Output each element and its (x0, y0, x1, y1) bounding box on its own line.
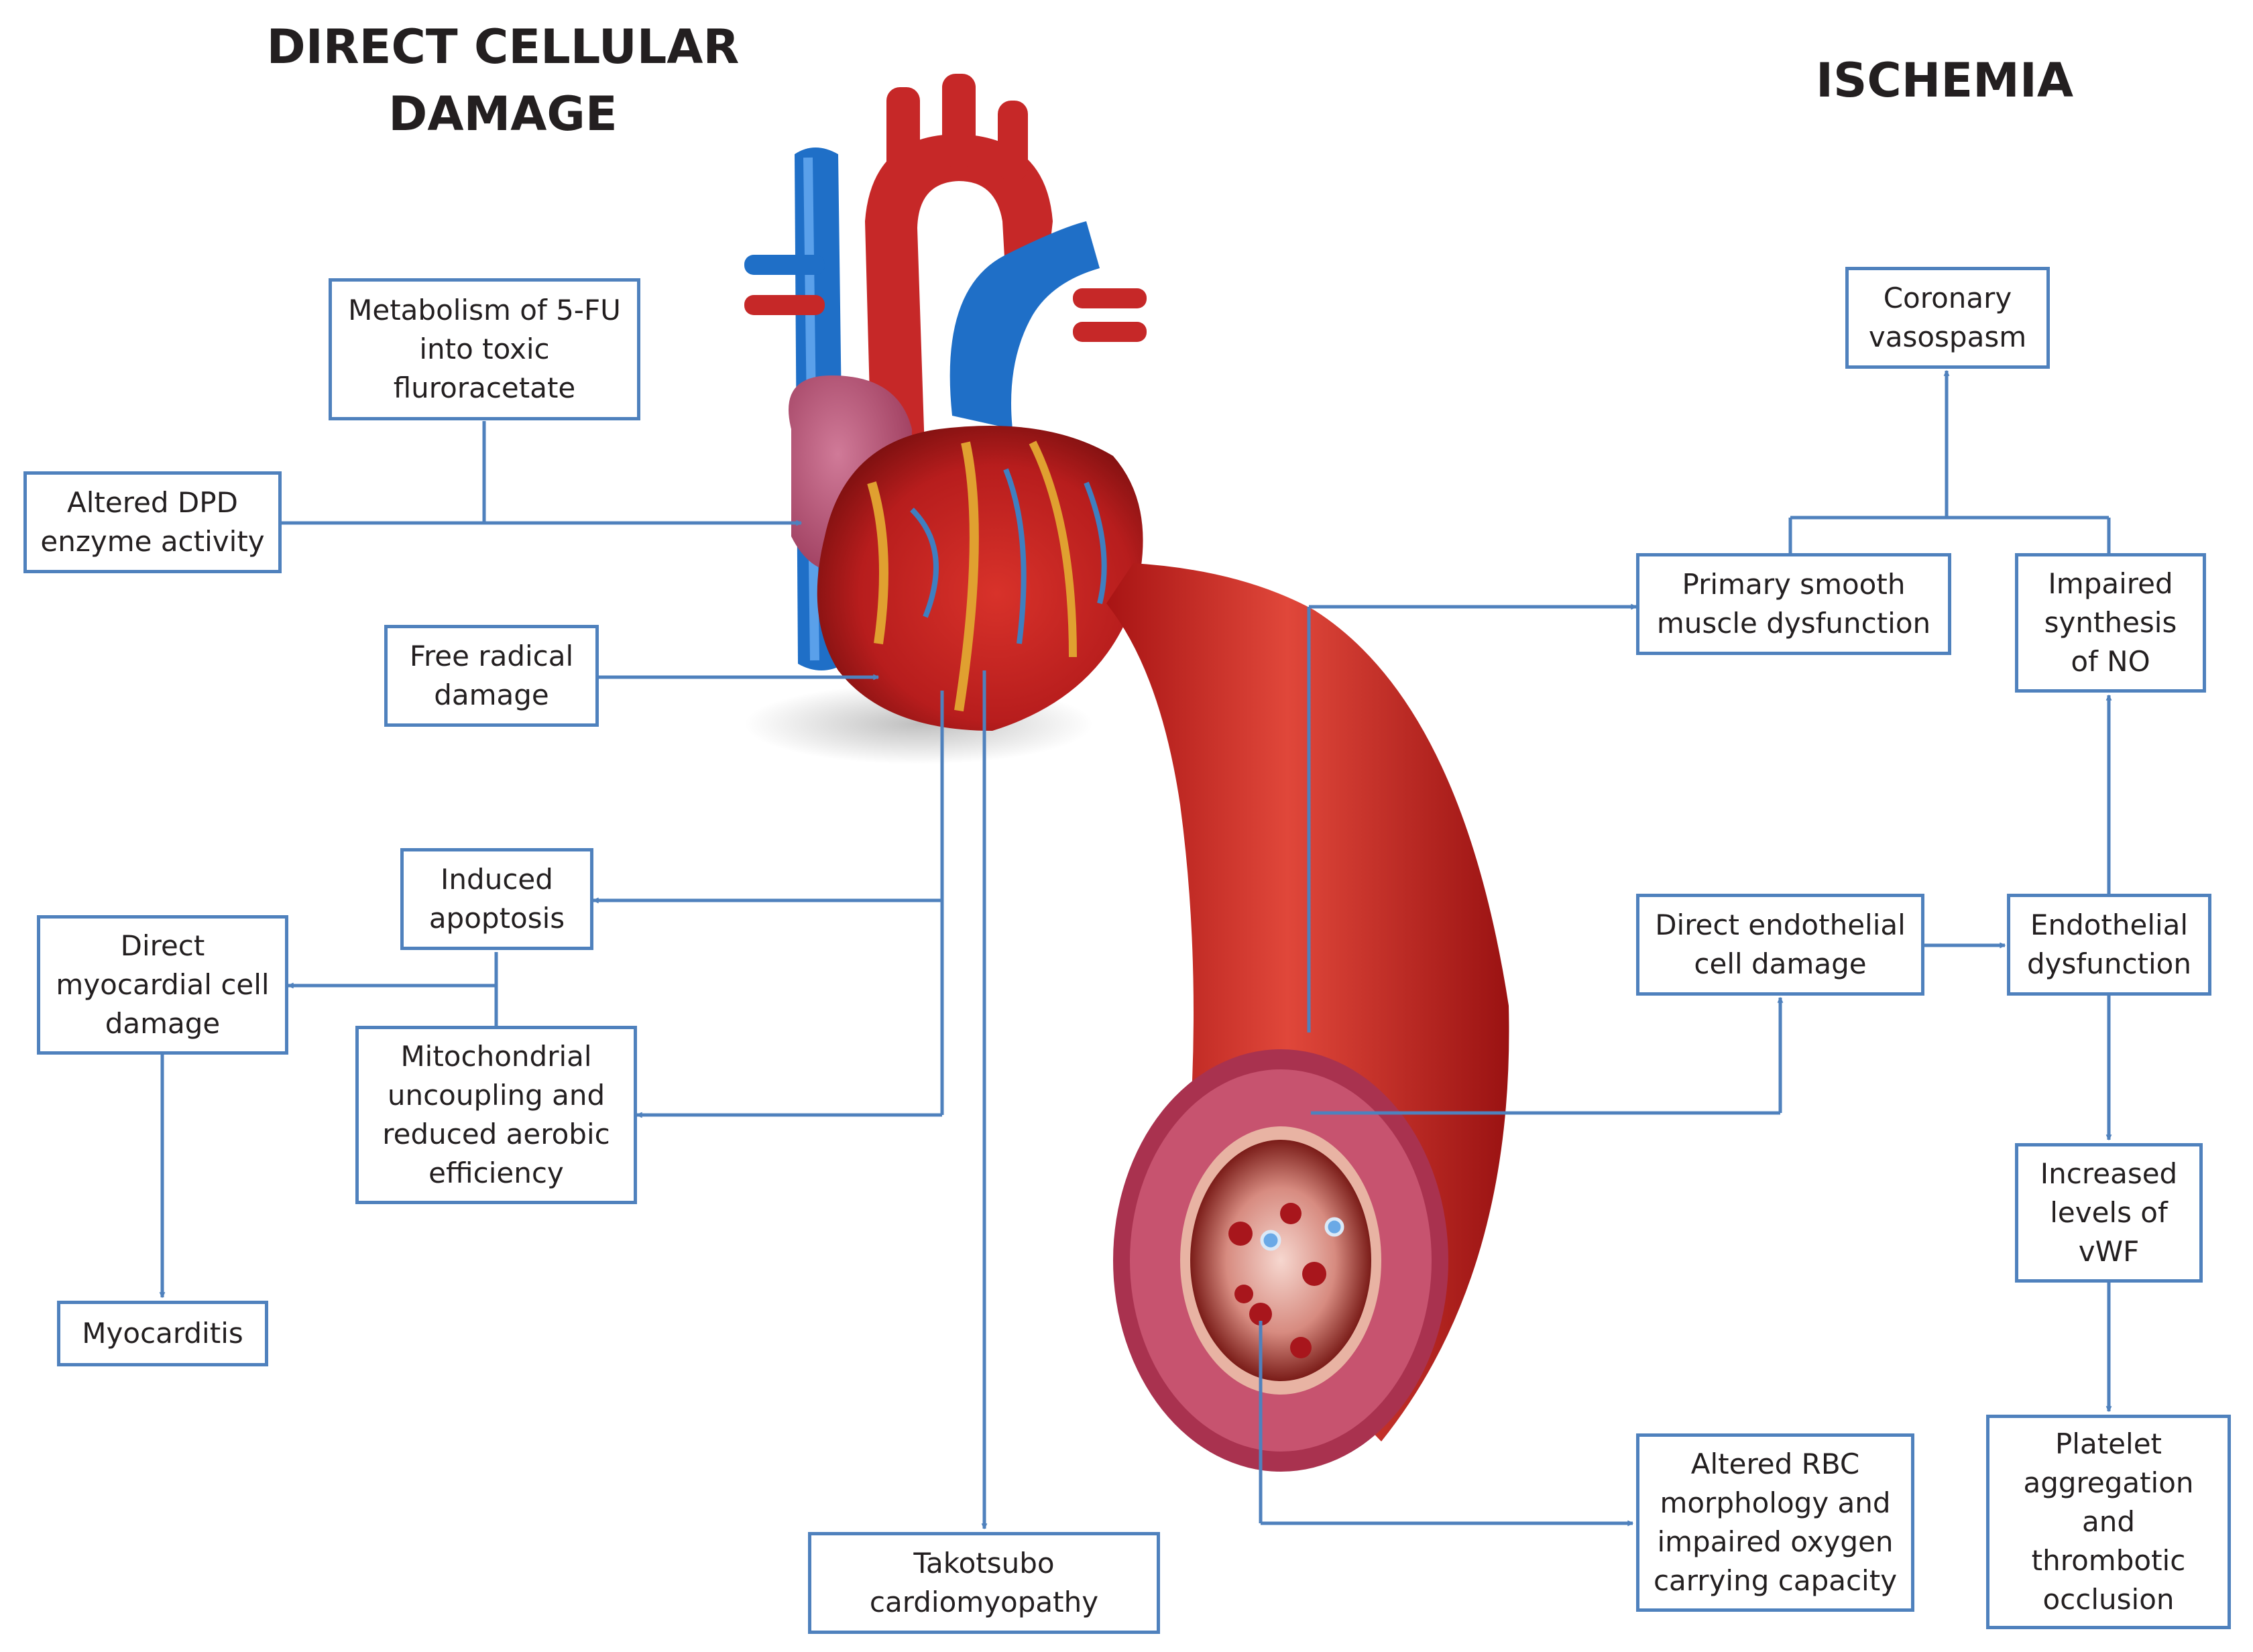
box-mitochondrial-uncoupling: Mitochondrial uncoupling and reduced aer… (355, 1026, 637, 1204)
connector-lines (162, 371, 2109, 1529)
box-altered-dpd: Altered DPD enzyme activity (23, 471, 282, 573)
box-direct-endothelial-cell-damage: Direct endothelial cell damage (1636, 894, 1924, 996)
box-induced-apoptosis: Induced apoptosis (400, 848, 593, 950)
box-endothelial-dysfunction: Endothelial dysfunction (2007, 894, 2211, 996)
box-impaired-synthesis-no: Impaired synthesis of NO (2015, 553, 2206, 693)
heading-direct-cellular-damage: DIRECT CELLULAR DAMAGE (266, 19, 740, 141)
heading-ischemia: ISCHEMIA (1815, 53, 2074, 108)
box-altered-rbc-morphology: Altered RBC morphology and impaired oxyg… (1636, 1433, 1914, 1612)
box-platelet-aggregation: Platelet aggregation and thrombotic occl… (1986, 1415, 2231, 1629)
box-increased-vwf: Increased levels of vWF (2015, 1143, 2203, 1283)
box-metabolism-5fu: Metabolism of 5-FU into toxic fluroracet… (329, 278, 640, 420)
box-takotsubo-cardiomyopathy: Takotsubo cardiomyopathy (808, 1532, 1160, 1634)
heart-illustration (744, 74, 1147, 764)
box-direct-myocardial-cell-damage: Direct myocardial cell damage (37, 915, 288, 1055)
box-myocarditis: Myocarditis (57, 1301, 268, 1366)
box-coronary-vasospasm: Coronary vasospasm (1845, 267, 2050, 369)
box-free-radical-damage: Free radical damage (384, 625, 599, 727)
box-primary-smooth-muscle-dysfunction: Primary smooth muscle dysfunction (1636, 553, 1951, 655)
